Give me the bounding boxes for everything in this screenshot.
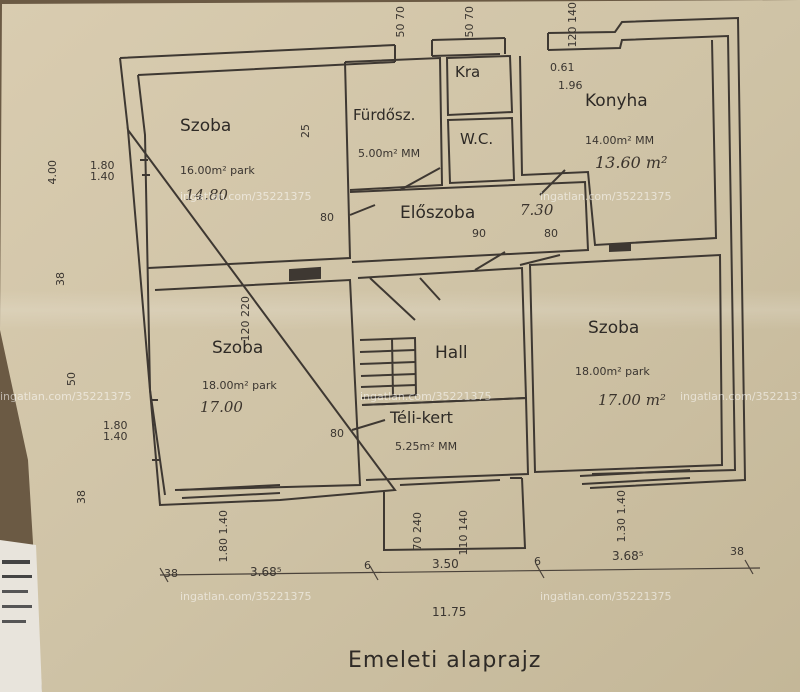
dim-segment-3: 3.68⁵ bbox=[612, 549, 644, 563]
watermark: ingatlan.com/35221375 bbox=[540, 190, 672, 203]
dim-door: 80 bbox=[320, 211, 334, 224]
dim-door: 80 bbox=[330, 427, 344, 440]
dim-left5: 50 bbox=[65, 372, 78, 386]
watermark: ingatlan.com/35221375 bbox=[680, 390, 800, 403]
watermark: ingatlan.com/35221375 bbox=[180, 190, 312, 203]
room-area: 5.25m² MM bbox=[395, 440, 458, 453]
dim-door: 25 bbox=[299, 124, 312, 138]
dim-right-end: 38 bbox=[730, 545, 744, 558]
dim-separator: 6 bbox=[364, 559, 371, 572]
outer-wall bbox=[119, 16, 747, 507]
room-area: 16.00m² park bbox=[180, 164, 255, 177]
plan-title: Emeleti alaprajz bbox=[348, 648, 542, 673]
dim-window-konyha: 0.61 bbox=[550, 61, 575, 74]
room-area-handwritten: 17.00 m² bbox=[598, 391, 666, 409]
room-szoba-right: Szoba bbox=[588, 318, 640, 338]
room-area: 18.00m² park bbox=[575, 365, 650, 378]
dim-left4: 38 bbox=[75, 490, 88, 504]
room-area-handwritten: 13.60 m² bbox=[595, 153, 668, 172]
dim-segment-1: 3.68⁵ bbox=[250, 565, 282, 579]
dim-total-width: 11.75 bbox=[432, 605, 467, 619]
room-area-handwritten: 17.00 bbox=[200, 398, 243, 416]
dim-window-konyha: 1.96 bbox=[558, 79, 583, 92]
dim-door: 90 bbox=[472, 227, 486, 240]
room-szoba-middle-left: Szoba bbox=[212, 338, 264, 358]
dim-door: 80 bbox=[544, 227, 558, 240]
room-area-handwritten: 14.80 bbox=[185, 186, 228, 204]
room-konyha: Konyha bbox=[585, 91, 648, 111]
room-area: 18.00m² park bbox=[202, 379, 277, 392]
dim-bot1: 1.80 1.40 bbox=[217, 510, 230, 563]
dim-separator: 6 bbox=[534, 555, 541, 568]
watermark: ingatlan.com/35221375 bbox=[360, 390, 492, 403]
room-hall: Hall bbox=[435, 343, 468, 363]
room-szoba-top-left: Szoba bbox=[180, 116, 232, 136]
room-telikert: Téli-kert bbox=[390, 408, 453, 427]
room-furdoszoba: Fürdősz. bbox=[353, 106, 416, 124]
dim-bot4: 1.30 1.40 bbox=[615, 490, 628, 543]
dim-window-top2: 50 70 bbox=[463, 6, 476, 38]
wall-szoba-tl bbox=[147, 61, 352, 269]
watermark: ingatlan.com/35221375 bbox=[180, 590, 312, 603]
dim-left-end: 38 bbox=[164, 567, 178, 580]
room-eloszoba: Előszoba bbox=[400, 203, 476, 223]
dim-left1b: 4.00 bbox=[46, 160, 59, 185]
dim-window-top1: 50 70 bbox=[394, 6, 407, 38]
balcony bbox=[383, 477, 527, 552]
dimension-line bbox=[159, 567, 761, 576]
dim-bot3: 110 140 bbox=[457, 510, 470, 556]
room-area: 5.00m² MM bbox=[358, 147, 421, 160]
room-wc: W.C. bbox=[460, 130, 494, 148]
room-kamra: Kra bbox=[455, 63, 481, 81]
dim-mid1: 120 220 bbox=[239, 296, 252, 342]
dim-window-top3: 120 140 bbox=[566, 2, 579, 48]
watermark: ingatlan.com/35221375 bbox=[540, 590, 672, 603]
dim-bot2: 70 240 bbox=[411, 512, 424, 551]
room-area: 14.00m² MM bbox=[585, 134, 655, 147]
room-area-handwritten: 7.30 bbox=[520, 201, 554, 219]
dim-left3: 38 bbox=[54, 272, 67, 286]
wall-konyha bbox=[519, 39, 718, 247]
watermark: ingatlan.com/35221375 bbox=[0, 390, 132, 403]
dim-segment-2: 3.50 bbox=[432, 557, 459, 571]
